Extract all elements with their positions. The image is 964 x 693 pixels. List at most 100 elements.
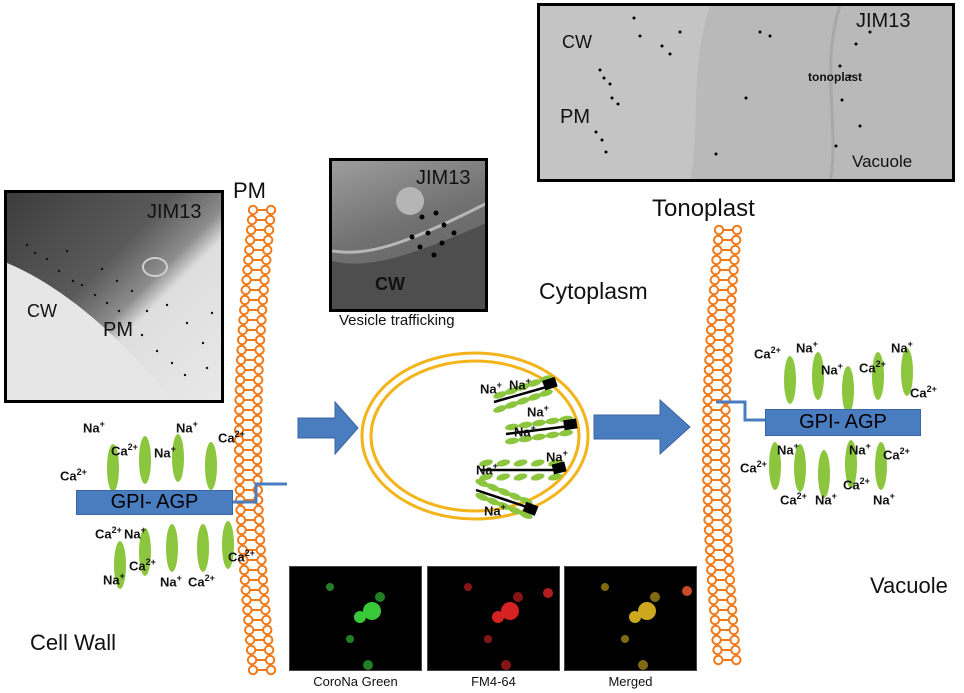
agp-glycan <box>114 541 126 589</box>
sodium-ion-label: Na+ <box>484 502 506 519</box>
calcium-ion-label: Ca2+ <box>740 459 767 476</box>
gpi-agp-box-left: GPI- AGP <box>76 490 233 515</box>
fluorescence-signal <box>601 583 692 670</box>
sodium-ion-label: Na+ <box>815 491 837 508</box>
calcium-ion-label: Ca2+ <box>60 467 87 484</box>
agp-glycan <box>222 521 234 569</box>
vacuole-label: Vacuole <box>870 573 948 598</box>
em-cw-label: CW <box>562 32 592 52</box>
em-texture <box>7 243 214 400</box>
calcium-ion-label: Ca2+ <box>95 525 122 542</box>
sodium-ion-label: Na+ <box>514 423 536 440</box>
calcium-ion-label: Ca2+ <box>843 476 870 493</box>
sodium-ion-label: Na+ <box>509 376 531 393</box>
fluorescence-panel <box>427 566 560 671</box>
fluorescence-caption: CoroNa Green <box>313 674 398 689</box>
agp-glycan <box>875 442 887 490</box>
gpi-agp-box-right: GPI- AGP <box>765 409 921 436</box>
gpi-anchor <box>233 482 287 504</box>
em-texture <box>540 6 872 179</box>
em-antibody-label: JIM13 <box>416 167 471 189</box>
arrow-to-vacuole <box>593 398 691 456</box>
sodium-ion-label: Na+ <box>154 444 176 461</box>
sodium-ion-label: Na+ <box>83 419 105 436</box>
vesicle-agp <box>493 375 558 413</box>
agp-glycan <box>197 524 209 572</box>
gpi-agp-label: GPI- AGP <box>110 491 199 513</box>
sodium-ion-label: Na+ <box>891 339 913 356</box>
agp-glycan <box>784 356 796 404</box>
vesicle-trafficking-label: Vesicle trafficking <box>339 312 455 329</box>
gpi-agp-label: GPI- AGP <box>799 411 887 433</box>
agp-glycan <box>812 352 824 400</box>
sodium-ion-label: Na+ <box>160 573 182 590</box>
agp-glycan <box>872 352 884 400</box>
fluorescence-caption: Merged <box>608 674 653 689</box>
cytoplasm-label: Cytoplasm <box>539 278 648 304</box>
fluorescence-caption: FM4-64 <box>471 674 516 689</box>
vesicle <box>360 351 590 521</box>
fluorescence-panel <box>289 566 422 671</box>
vesicle-agp <box>479 459 567 481</box>
calcium-ion-label: Ca2+ <box>111 442 138 459</box>
calcium-ion-label: Ca2+ <box>129 557 156 574</box>
agp-glycan <box>794 444 806 492</box>
fluorescence-signal <box>464 583 553 670</box>
em-cw-label: CW <box>375 274 405 294</box>
agp-glycan <box>818 450 830 498</box>
calcium-ion-label: Ca2+ <box>910 384 937 401</box>
em-tonoplast-label: tonoplast <box>808 70 862 84</box>
calcium-ion-label: Ca2+ <box>859 359 886 376</box>
vesicle-agp <box>475 479 539 519</box>
calcium-ion-label: Ca2+ <box>218 429 245 446</box>
sodium-ion-label: Na+ <box>849 441 871 458</box>
gpi-agp-left <box>107 434 287 589</box>
sodium-ion-label: Na+ <box>527 403 549 420</box>
em-antibody-label: JIM13 <box>147 201 202 223</box>
gpi-anchor <box>716 400 765 422</box>
agp-glycan <box>845 440 857 488</box>
em-panel-cell-wall: JIM13 CW PM <box>4 190 224 403</box>
sodium-ion-label: Na+ <box>480 380 502 397</box>
tonoplast-label: Tonoplast <box>652 195 755 222</box>
em-cw-label: CW <box>27 301 57 321</box>
sodium-ion-label: Na+ <box>873 491 895 508</box>
fluorescence-panel <box>564 566 697 671</box>
agp-glycan <box>166 524 178 572</box>
sodium-ion-label: Na+ <box>821 361 843 378</box>
cell-wall-label: Cell Wall <box>30 630 116 655</box>
sodium-ion-label: Na+ <box>103 571 125 588</box>
agp-glycan <box>205 442 217 490</box>
agp-glycan <box>901 348 913 396</box>
em-texture <box>332 187 485 309</box>
fluorescence-signal <box>326 583 385 670</box>
em-panel-tonoplast: JIM13 CW PM tonoplast Vacuole <box>537 3 955 182</box>
sodium-ion-label: Na+ <box>124 525 146 542</box>
calcium-ion-label: Ca2+ <box>883 446 910 463</box>
agp-glycan <box>107 444 119 492</box>
sodium-ion-label: Na+ <box>546 448 568 465</box>
calcium-ion-label: Ca2+ <box>188 573 215 590</box>
em-antibody-label: JIM13 <box>856 10 911 32</box>
calcium-ion-label: Ca2+ <box>754 345 781 362</box>
vesicle-agp <box>505 415 578 445</box>
calcium-ion-label: Ca2+ <box>228 548 255 565</box>
agp-glycan <box>139 528 151 576</box>
calcium-ion-label: Ca2+ <box>780 491 807 508</box>
sodium-ion-label: Na+ <box>796 339 818 356</box>
plasma-membrane <box>233 204 277 676</box>
sodium-ion-label: Na+ <box>777 441 799 458</box>
em-pm-label: PM <box>560 106 590 128</box>
agp-glycan <box>172 434 184 482</box>
tonoplast-membrane <box>701 224 743 666</box>
pm-label: PM <box>233 178 266 203</box>
vesicle-agp-cluster <box>475 375 578 519</box>
agp-glycan <box>842 366 854 414</box>
em-panel-vesicle: JIM13 CW <box>329 158 488 312</box>
agp-glycan <box>139 436 151 484</box>
em-pm-label: PM <box>103 319 133 341</box>
sodium-ion-label: Na+ <box>176 419 198 436</box>
agp-glycan <box>769 442 781 490</box>
em-vacuole-label: Vacuole <box>852 152 913 171</box>
